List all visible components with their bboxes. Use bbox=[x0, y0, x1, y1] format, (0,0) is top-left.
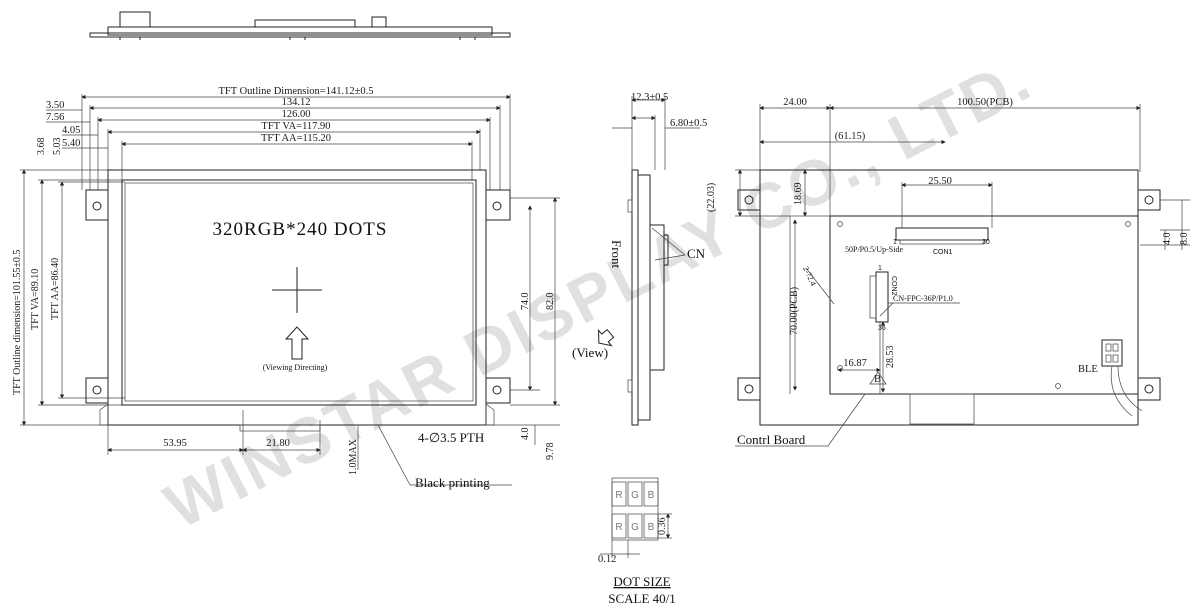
con1-label: CON1 bbox=[933, 249, 953, 256]
right-4-label: 4.0 bbox=[520, 428, 531, 441]
bottom-5395-label: 53.95 bbox=[163, 438, 187, 449]
right-40-label: 4.0 bbox=[1162, 233, 1173, 246]
v-outline-label: TFT Outline dimension=101.55±0.5 bbox=[12, 250, 23, 395]
va-dim-label: TFT VA=117.90 bbox=[261, 121, 330, 132]
pin30-label: 30 bbox=[982, 239, 990, 246]
view-label: (View) bbox=[572, 345, 608, 360]
dot-g1: G bbox=[631, 490, 639, 501]
control-board-label: Contrl Board bbox=[737, 432, 806, 447]
right-80-label: 8.0 bbox=[1179, 233, 1190, 246]
v-aa-label: TFT AA=86.40 bbox=[50, 258, 61, 320]
pin1-label: 1 bbox=[893, 239, 897, 246]
pcb-70-label: 70.00(PCB) bbox=[789, 287, 800, 335]
hole-label: 2-?2.4 bbox=[801, 265, 818, 287]
side-123-label: 12.3±0.5 bbox=[631, 92, 668, 103]
con2-label: CON2 bbox=[890, 276, 897, 296]
top-edge-view bbox=[89, 11, 511, 40]
ble-connector bbox=[1101, 339, 1123, 367]
control-board bbox=[829, 215, 1139, 395]
con1-desc-label: 50P/P0.5/Up-Side bbox=[845, 245, 903, 254]
dot-size-title: DOT SIZE bbox=[613, 574, 670, 589]
pth-label: 4-∅3.5 PTH bbox=[418, 430, 484, 445]
con2-desc-label: CN-FPC-36P/P1.0 bbox=[893, 294, 953, 303]
con2-connector bbox=[875, 271, 889, 323]
dot-g2: G bbox=[631, 522, 639, 533]
side-view: 12.3±0.5 6.80±0.5 CN Front (View) bbox=[572, 92, 707, 426]
b-mark-label: B bbox=[874, 374, 881, 385]
right-82-label: 82.0 bbox=[545, 293, 556, 311]
back-1869-label: 18.69 bbox=[793, 183, 804, 206]
left-756-label: 7.56 bbox=[46, 112, 64, 123]
v-368-label: 3.68 bbox=[36, 138, 47, 156]
bottom-2180-label: 21.80 bbox=[266, 438, 290, 449]
cn-label: CN bbox=[687, 246, 706, 261]
tft-active-area bbox=[121, 179, 477, 406]
dot-r2: R bbox=[615, 522, 622, 533]
back-2203-label: (22.03) bbox=[706, 183, 717, 212]
left-540-label: 5.40 bbox=[62, 138, 80, 149]
resolution-label: 320RGB*240 DOTS bbox=[213, 219, 388, 240]
dot-size-detail: R G B R G B 0.36 0.12 DOT SIZE SCALE 40/… bbox=[598, 477, 676, 606]
outline-dim-label: TFT Outline Dimension=141.12±0.5 bbox=[219, 86, 374, 97]
back-2853-label: 28.53 bbox=[885, 346, 896, 369]
dot-b1: B bbox=[648, 490, 655, 501]
dot-b2: B bbox=[648, 522, 655, 533]
left-405-label: 4.05 bbox=[62, 125, 80, 136]
back-24-label: 24.00 bbox=[783, 97, 807, 108]
dot-r1: R bbox=[615, 490, 622, 501]
viewing-arrow-icon bbox=[284, 326, 310, 360]
back-1687-label: 16.87 bbox=[843, 358, 867, 369]
dot-012-label: 0.12 bbox=[598, 554, 616, 565]
v-503-label: 5.03 bbox=[52, 138, 63, 156]
right-74-label: 74.0 bbox=[520, 293, 531, 311]
black-printing-label: Black printing bbox=[415, 475, 490, 490]
right-978-label: 9.78 bbox=[545, 443, 556, 461]
ble-label: BLE bbox=[1078, 364, 1098, 375]
dot-036-label: 0.36 bbox=[657, 518, 668, 536]
front-label: Front bbox=[609, 240, 624, 269]
dim-134-label: 134.12 bbox=[282, 97, 311, 108]
bottom-10max-label: 1.0MAX bbox=[348, 438, 359, 475]
viewing-label: (Viewing Directing) bbox=[263, 363, 328, 372]
con1-connector bbox=[895, 227, 989, 241]
front-view: TFT Outline Dimension=141.12±0.5 134.12 … bbox=[12, 86, 560, 490]
back-2550-label: 25.50 bbox=[928, 176, 952, 187]
dim-126-label: 126.00 bbox=[282, 109, 311, 120]
pin36-label: 36 bbox=[878, 325, 886, 332]
view-arrow-icon bbox=[598, 328, 615, 347]
aa-dim-label: TFT AA=115.20 bbox=[261, 133, 331, 144]
side-680-label: 6.80±0.5 bbox=[670, 118, 707, 129]
back-10050-label: 100.50(PCB) bbox=[957, 97, 1013, 108]
dot-scale-label: SCALE 40/1 bbox=[608, 591, 676, 606]
pin1b-label: 1 bbox=[878, 265, 882, 272]
v-va-label: TFT VA=89.10 bbox=[30, 269, 41, 330]
back-6115-label: (61.15) bbox=[835, 131, 866, 142]
left-350-label: 3.50 bbox=[46, 100, 64, 111]
